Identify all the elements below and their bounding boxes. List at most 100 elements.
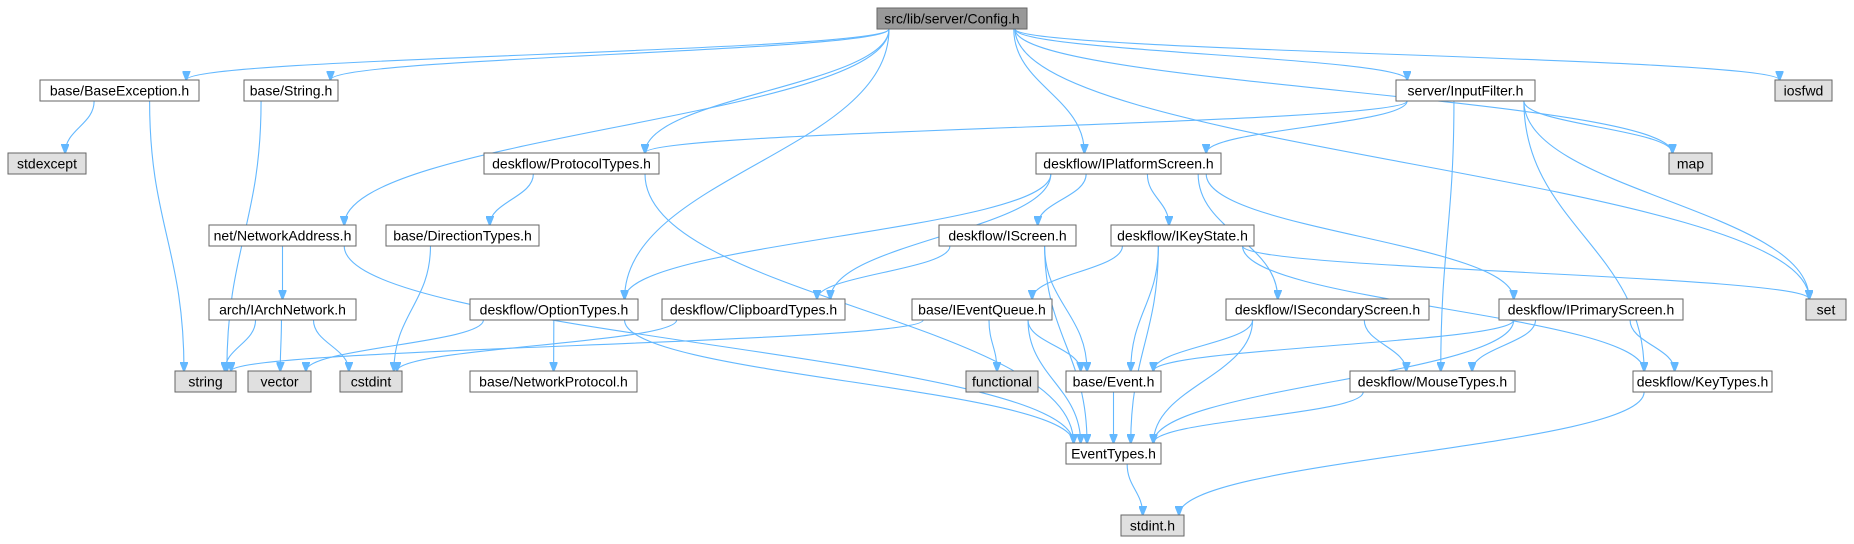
node-box-iplatformscreen: [1035, 152, 1222, 175]
node-archnet[interactable]: arch/IArchNetwork.h: [208, 298, 357, 321]
node-label-iosfwd: iosfwd: [1784, 83, 1824, 99]
edge-iscreen-to-event: [1044, 245, 1087, 371]
node-box-keytypes: [1632, 370, 1773, 393]
node-box-archnet: [208, 298, 357, 321]
edge-optiontypes-to-eventtypes: [624, 319, 1074, 443]
edge-config-to-iplatformscreen: [1013, 28, 1085, 153]
node-label-protocoltypes: deskflow/ProtocolTypes.h: [492, 156, 651, 172]
node-box-config: [876, 7, 1028, 30]
edge-inputfilter-to-protocoltypes: [645, 100, 1408, 153]
node-label-netaddr: net/NetworkAddress.h: [214, 228, 352, 244]
node-label-cliptypes: deskflow/ClipboardTypes.h: [670, 302, 837, 318]
node-label-basestr: base/String.h: [250, 83, 333, 99]
node-string: string: [174, 370, 237, 393]
edge-eventtypes-to-stdinth: [1126, 463, 1143, 515]
node-iplatformscreen[interactable]: deskflow/IPlatformScreen.h: [1035, 152, 1222, 175]
edge-config-to-baseexc: [186, 28, 890, 80]
node-keytypes[interactable]: deskflow/KeyTypes.h: [1632, 370, 1773, 393]
node-stdexcept: stdexcept: [7, 152, 87, 175]
node-box-iscreen: [938, 224, 1077, 247]
edge-baseexc-to-string: [149, 100, 184, 371]
node-label-map: map: [1677, 156, 1704, 172]
node-box-functional: [965, 370, 1039, 393]
node-protocoltypes[interactable]: deskflow/ProtocolTypes.h: [483, 152, 660, 175]
node-label-vector: vector: [260, 374, 298, 390]
node-box-set: [1805, 298, 1847, 321]
node-label-event: base/Event.h: [1073, 374, 1155, 390]
node-label-isecondary: deskflow/ISecondaryScreen.h: [1235, 302, 1420, 318]
node-label-functional: functional: [972, 374, 1032, 390]
edge-archnet-to-string: [225, 319, 257, 371]
node-label-baseexc: base/BaseException.h: [50, 83, 189, 99]
node-box-stdexcept: [7, 152, 87, 175]
node-label-iplatformscreen: deskflow/IPlatformScreen.h: [1043, 156, 1213, 172]
node-label-archnet: arch/IArchNetwork.h: [219, 302, 346, 318]
node-stdinth: stdint.h: [1120, 514, 1185, 537]
edge-protocoltypes-to-eventtypes: [644, 173, 1074, 443]
node-box-dirtypes: [385, 224, 540, 247]
edge-ieventqueue-to-string: [231, 319, 924, 371]
node-eventtypes[interactable]: EventTypes.h: [1065, 442, 1162, 465]
edge-config-to-protocoltypes: [645, 28, 890, 153]
node-box-basestr: [243, 79, 339, 102]
node-mousetypes[interactable]: deskflow/MouseTypes.h: [1349, 370, 1516, 393]
edge-iprimary-to-event: [1153, 319, 1515, 371]
node-iscreen[interactable]: deskflow/IScreen.h: [938, 224, 1077, 247]
edge-inputfilter-to-map: [1523, 100, 1673, 153]
edges-layer: [65, 28, 1809, 515]
edge-isecondary-to-eventtypes: [1153, 319, 1254, 443]
node-label-ikeystate: deskflow/IKeyState.h: [1117, 228, 1248, 244]
node-isecondary[interactable]: deskflow/ISecondaryScreen.h: [1225, 298, 1430, 321]
node-ieventqueue[interactable]: base/IEventQueue.h: [911, 298, 1053, 321]
edge-iplatformscreen-to-ikeystate: [1146, 173, 1169, 225]
node-optiontypes[interactable]: deskflow/OptionTypes.h: [469, 298, 639, 321]
node-label-keytypes: deskflow/KeyTypes.h: [1637, 374, 1769, 390]
edge-baseexc-to-stdexcept: [65, 100, 95, 153]
node-functional: functional: [965, 370, 1039, 393]
node-ikeystate[interactable]: deskflow/IKeyState.h: [1110, 224, 1255, 247]
edge-ikeystate-to-eventtypes: [1131, 245, 1159, 443]
edge-ikeystate-to-keytypes: [1242, 245, 1645, 371]
node-label-string: string: [188, 374, 222, 390]
edge-iplatformscreen-to-optiontypes: [625, 173, 1052, 299]
edge-inputfilter-to-mousetypes: [1441, 100, 1455, 371]
node-box-inputfilter: [1395, 79, 1536, 102]
node-config[interactable]: src/lib/server/Config.h: [876, 7, 1028, 30]
node-netproto[interactable]: base/NetworkProtocol.h: [469, 370, 638, 393]
edge-protocoltypes-to-dirtypes: [490, 173, 534, 225]
node-box-baseexc: [39, 79, 200, 102]
edge-archnet-to-vector: [280, 319, 281, 371]
node-iprimary[interactable]: deskflow/IPrimaryScreen.h: [1498, 298, 1684, 321]
node-box-stdinth: [1120, 514, 1185, 537]
node-label-cstdint: cstdint: [351, 374, 392, 390]
edge-config-to-optiontypes: [625, 28, 890, 299]
edge-optiontypes-to-vector: [306, 319, 484, 371]
node-box-netaddr: [208, 224, 357, 247]
node-baseexc[interactable]: base/BaseException.h: [39, 79, 200, 102]
node-label-stdexcept: stdexcept: [17, 156, 77, 172]
node-inputfilter[interactable]: server/InputFilter.h: [1395, 79, 1536, 102]
node-box-protocoltypes: [483, 152, 660, 175]
node-map: map: [1668, 152, 1713, 175]
edge-ieventqueue-to-event: [1027, 319, 1081, 371]
node-box-cliptypes: [661, 298, 846, 321]
edge-iprimary-to-eventtypes: [1153, 319, 1515, 443]
node-netaddr[interactable]: net/NetworkAddress.h: [208, 224, 357, 247]
node-box-ikeystate: [1110, 224, 1255, 247]
node-basestr[interactable]: base/String.h: [243, 79, 339, 102]
edge-config-to-inputfilter: [1014, 28, 1407, 80]
node-cliptypes[interactable]: deskflow/ClipboardTypes.h: [661, 298, 846, 321]
node-label-iscreen: deskflow/IScreen.h: [948, 228, 1066, 244]
edge-mousetypes-to-eventtypes: [1153, 391, 1364, 443]
node-box-netproto: [469, 370, 638, 393]
edge-config-to-netaddr: [344, 28, 890, 225]
edge-inputfilter-to-iplatformscreen: [1206, 100, 1408, 153]
node-dirtypes[interactable]: base/DirectionTypes.h: [385, 224, 540, 247]
edge-iscreen-to-cliptypes: [817, 245, 951, 299]
edge-ieventqueue-to-functional: [988, 319, 997, 371]
edge-iscreen-to-eventtypes: [1044, 245, 1087, 443]
node-event[interactable]: base/Event.h: [1065, 370, 1162, 393]
node-vector: vector: [247, 370, 312, 393]
node-label-iprimary: deskflow/IPrimaryScreen.h: [1508, 302, 1675, 318]
